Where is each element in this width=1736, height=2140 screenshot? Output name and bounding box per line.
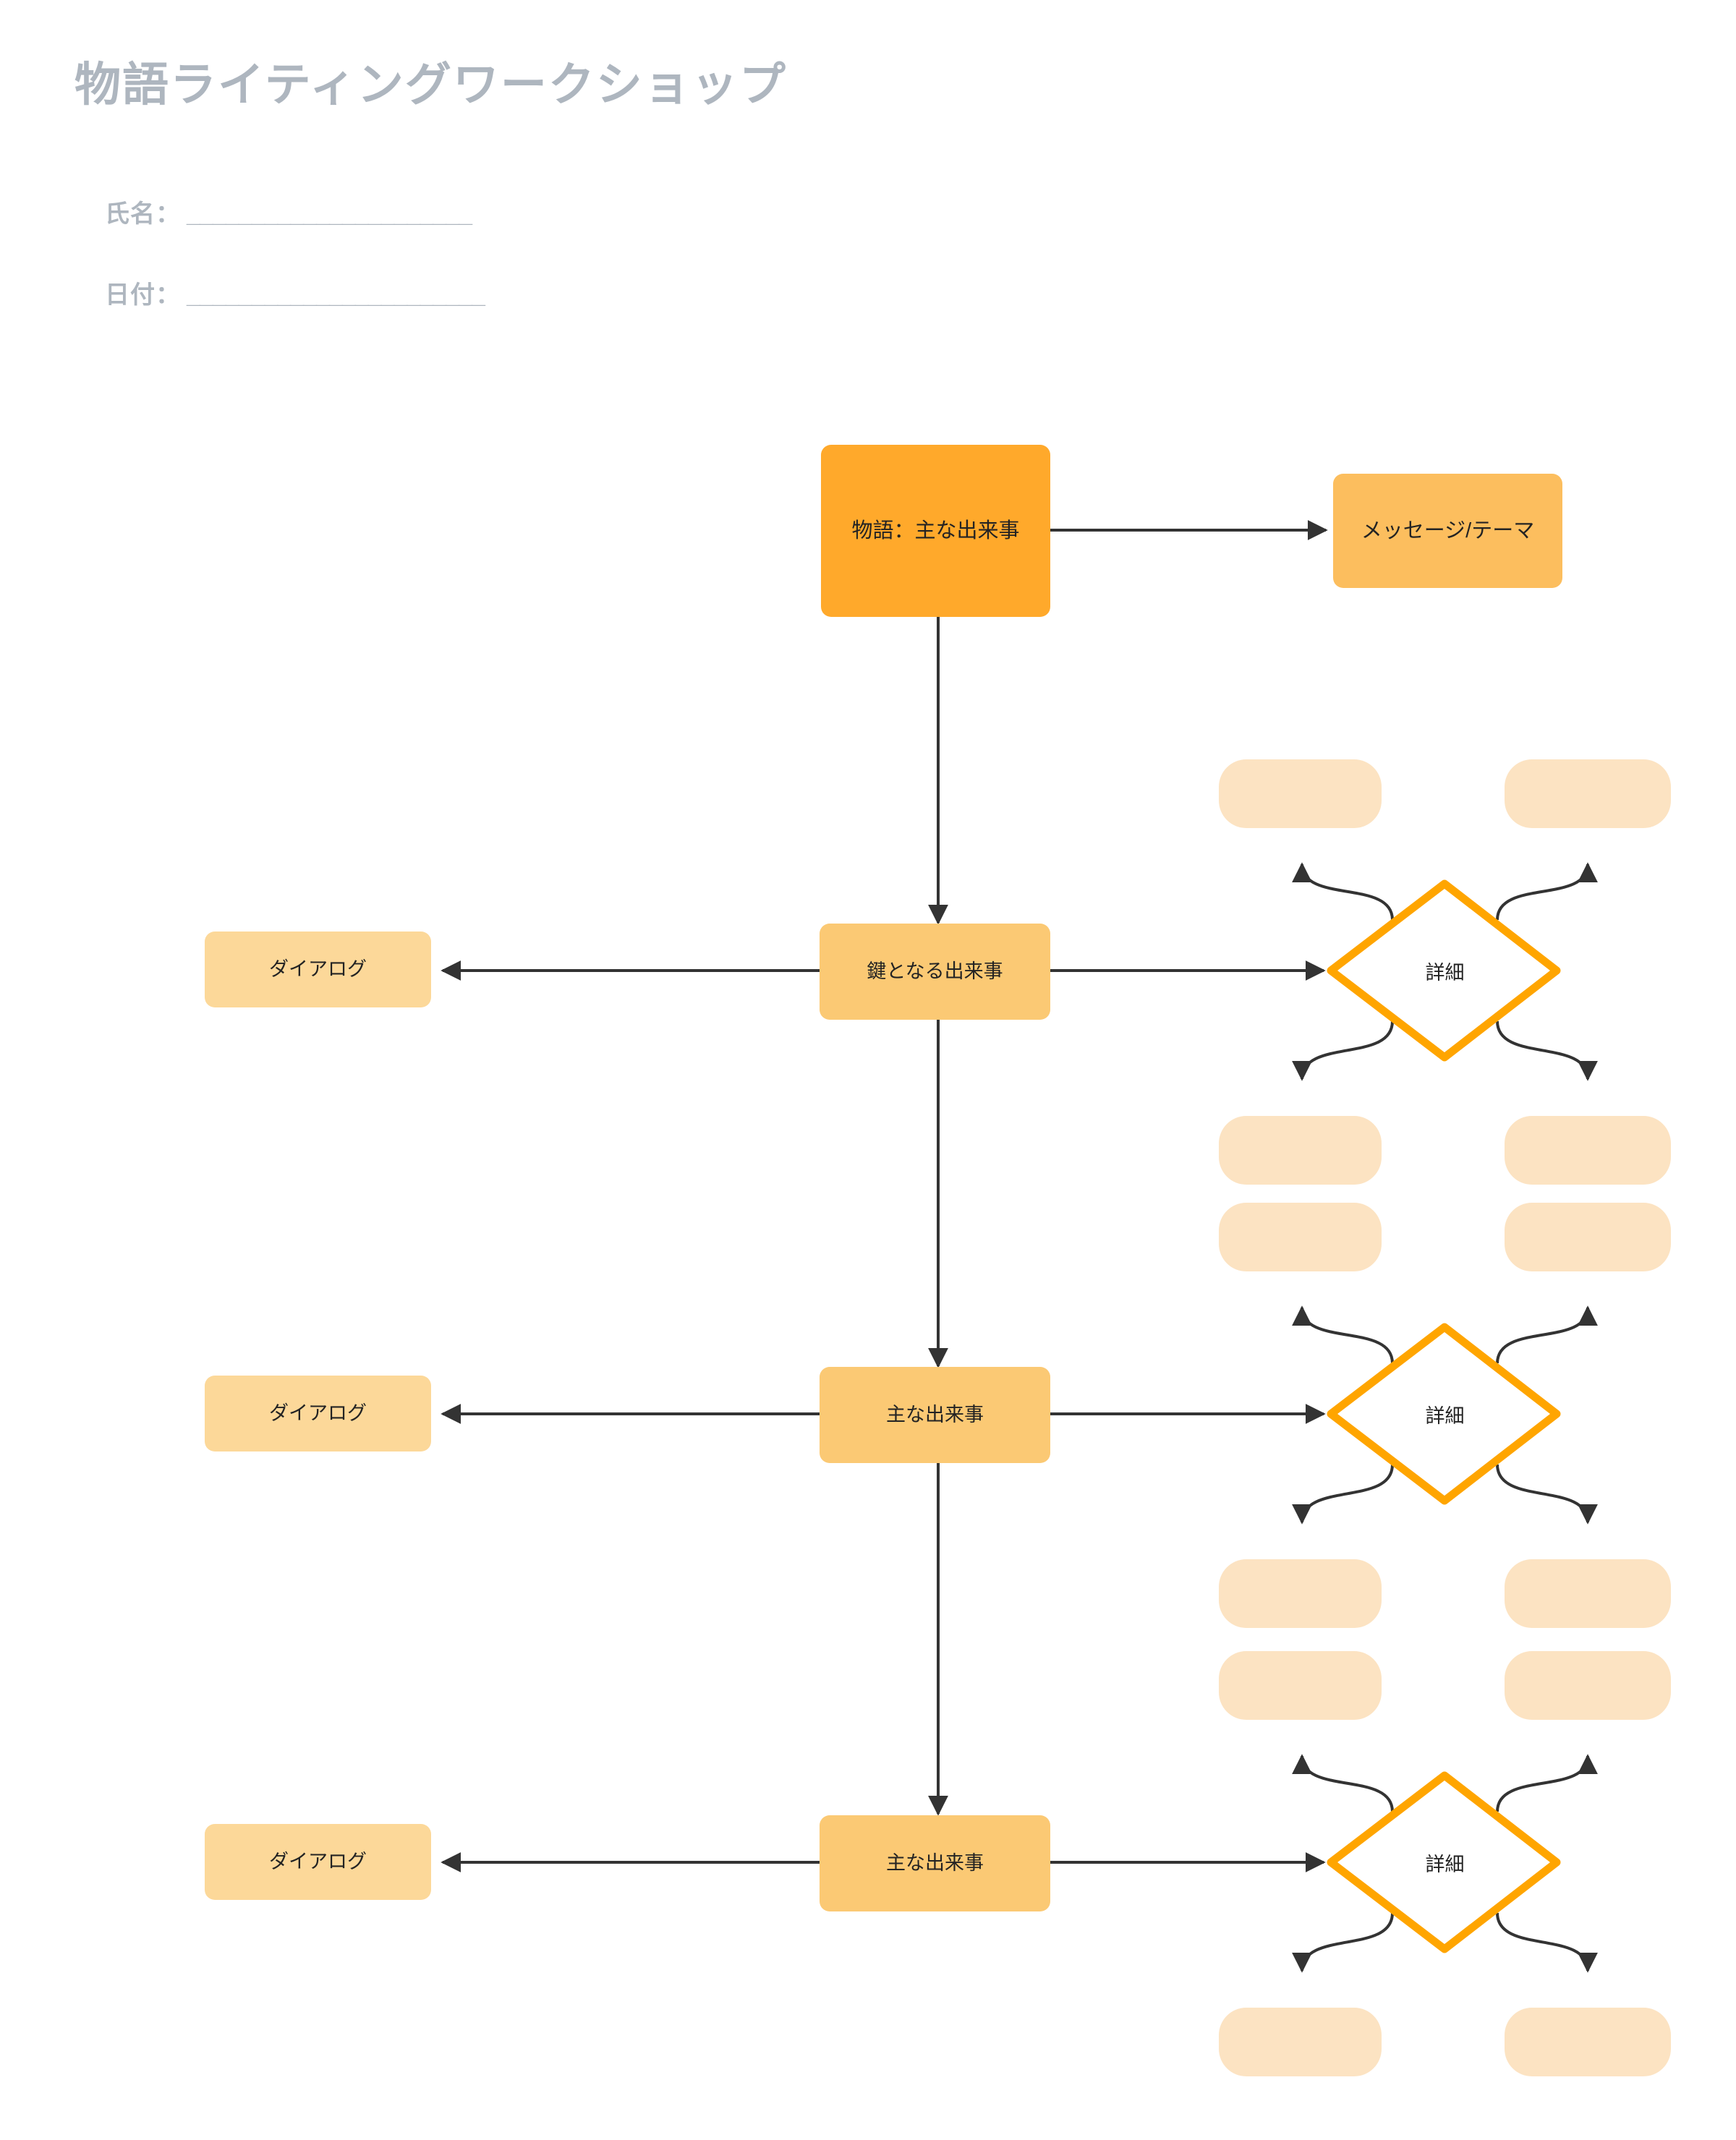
node-dialog-3[interactable]: ダイアログ [205,1824,431,1900]
blank-box-2-bottom-left[interactable] [1219,1559,1382,1628]
blank-box-1-top-right[interactable] [1505,759,1671,828]
date-field-label: 日付： [105,281,181,309]
blank-box-2-bottom-right[interactable] [1505,1559,1671,1628]
node-dialog-2[interactable]: ダイアログ [205,1376,431,1451]
blank-box-3-top-left[interactable] [1219,1651,1382,1720]
date-field-input[interactable]: _______________________ [187,281,485,309]
node-story-main-events[interactable]: 物語：主な出来事 [821,445,1050,617]
edge-detail3-to-blank-tl [1292,1754,1394,1812]
name-field-row: 氏名： ______________________ [105,194,472,229]
blank-box-3-bottom-right[interactable] [1505,2008,1671,2076]
node-main-event-2[interactable]: 主な出来事 [820,1367,1050,1463]
name-field-input[interactable]: ______________________ [187,200,472,228]
edge-detail2-to-blank-br [1496,1464,1598,1525]
blank-box-1-bottom-right[interactable] [1505,1116,1671,1185]
page-title: 物語ライティングワークショップ [75,59,787,111]
node-key-event-1[interactable]: 鍵となる出来事 [820,924,1050,1020]
blank-box-1-bottom-left[interactable] [1219,1116,1382,1185]
blank-box-1-top-left[interactable] [1219,759,1382,828]
blank-box-3-bottom-left[interactable] [1219,2008,1382,2076]
detail-diamond-3 [1327,1771,1561,1953]
edge-detail2-to-blank-bl [1292,1464,1394,1525]
edge-detail1-to-blank-tl [1292,862,1394,921]
edge-detail3-to-blank-tr [1496,1754,1598,1812]
detail-diamond-label-1[interactable]: 詳細 [1425,961,1465,984]
detail-diamond-label-2[interactable]: 詳細 [1425,1404,1465,1427]
blank-box-2-top-left[interactable] [1219,1203,1382,1271]
edge-detail3-to-blank-br [1496,1912,1598,1973]
node-dialog-1[interactable]: ダイアログ [205,932,431,1007]
node-message-theme[interactable]: メッセージ/テーマ [1333,474,1562,588]
edge-detail2-to-blank-tl [1292,1305,1394,1364]
edge-detail3-to-blank-bl [1292,1912,1394,1973]
name-field-label: 氏名： [105,200,181,228]
edge-detail1-to-blank-br [1496,1020,1598,1081]
edge-detail1-to-blank-tr [1496,862,1598,921]
node-main-event-3[interactable]: 主な出来事 [820,1815,1050,1911]
edge-detail1-to-blank-bl [1292,1020,1394,1081]
blank-box-2-top-right[interactable] [1505,1203,1671,1271]
detail-diamond-label-3[interactable]: 詳細 [1425,1853,1465,1875]
blank-box-3-top-right[interactable] [1505,1651,1671,1720]
detail-diamond-1 [1327,879,1561,1062]
detail-diamond-2 [1327,1323,1561,1505]
edge-detail2-to-blank-tr [1496,1305,1598,1364]
date-field-row: 日付： _______________________ [105,275,485,310]
